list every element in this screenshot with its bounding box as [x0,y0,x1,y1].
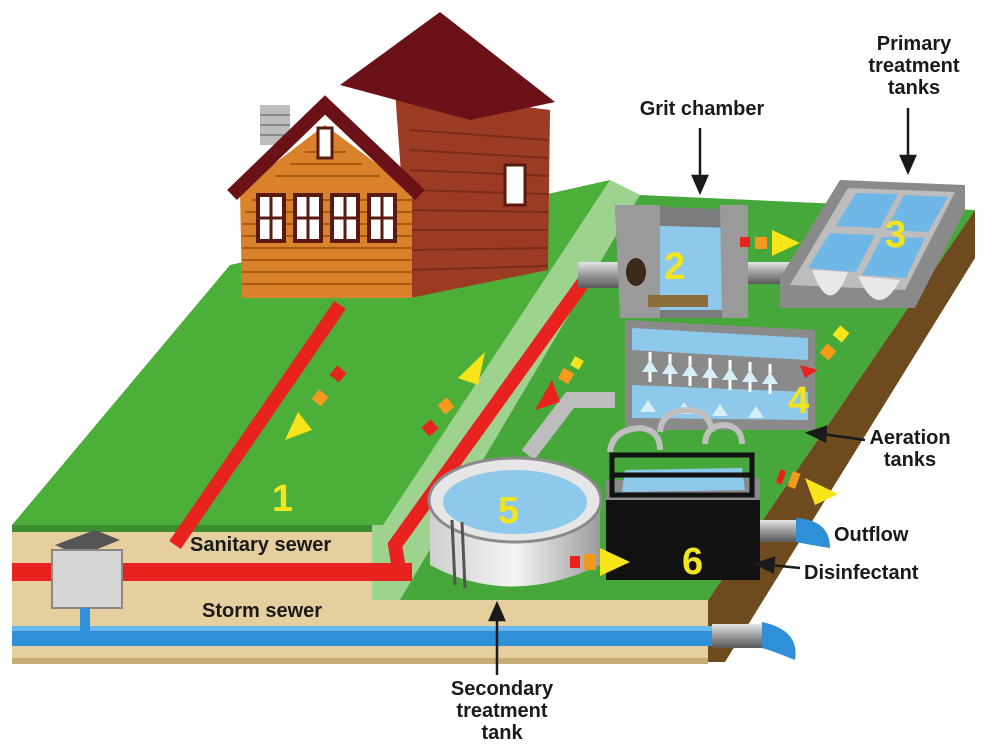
aeration-to-secondary-pipe [521,392,615,460]
flow-arrow-to-disinfect [570,548,630,576]
flow-arrow-lawn [285,365,347,440]
label-secondary-treatment-tank: Secondary treatment tank [450,678,554,744]
step-number-4: 4 [788,380,810,422]
label-pointers [488,108,917,675]
side-window [503,163,527,207]
step-number-2: 2 [664,246,686,288]
step-number-1: 1 [272,478,294,520]
attic-window [316,126,334,160]
house-side-wall [395,90,550,298]
primary-tanks [780,180,965,308]
primary-cell-4 [862,237,925,278]
house [227,12,555,298]
flow-arrow-outflow [775,469,838,505]
disinfection-outlet-pipe [760,520,798,542]
secondary-tank [427,456,603,589]
front-roof-trim [227,95,425,201]
disinfection-water [622,468,745,492]
step-number-5: 5 [498,490,520,532]
label-grit-chamber: Grit chamber [639,98,765,120]
pipes [12,262,796,660]
storm-outflow-splash [762,622,796,660]
storm-drain-box [51,549,123,609]
soil-bottom-edge [12,658,708,664]
primary-cell-3 [808,233,875,272]
sanitary-line-street [387,275,591,577]
step-number-3: 3 [885,214,907,256]
label-storm-sewer: Storm sewer [202,600,323,622]
primary-cell-2 [886,195,948,232]
primary-cell-1 [836,193,898,228]
label-sanitary-sewer: Sanitary sewer [190,534,332,556]
secondary-tank-water [443,470,587,534]
grit-chamber [615,205,803,318]
sanitary-line-house [169,301,346,549]
label-aeration-tanks: Aeration tanks [869,427,951,471]
flow-arrow-to-aeration [800,325,850,378]
flow-arrow-to-secondary [535,356,584,410]
label-disinfectant: Disinfectant [804,562,919,584]
storm-outlet-pipe [712,624,762,648]
outflow-splash [796,518,830,548]
flow-arrow-street [421,352,485,437]
label-primary-treatment-tanks: Primary treatment tanks [868,33,960,99]
label-outflow: Outflow [834,524,909,546]
flow-arrows [285,230,850,576]
aeration-water [632,328,808,360]
step-number-6: 6 [682,541,704,583]
back-roof [340,12,555,120]
aeration-tanks [521,320,815,460]
disinfection-tank [606,406,830,580]
flow-arrow-to-grit [740,230,800,256]
